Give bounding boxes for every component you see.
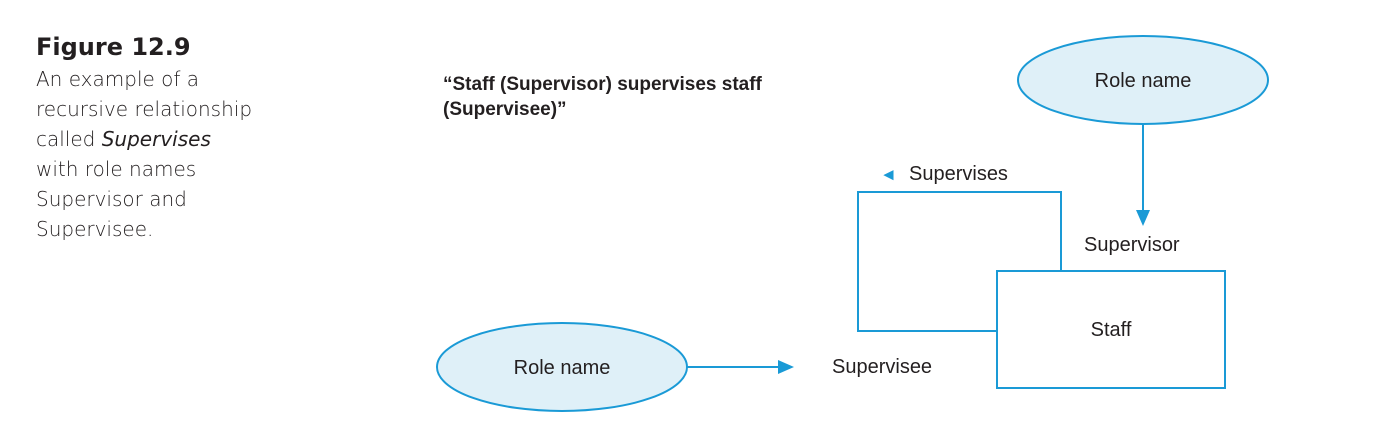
relationship-quote: “Staff (Supervisor) supervises staff (Su… bbox=[443, 74, 762, 120]
figure-number: Figure 12.9 bbox=[36, 33, 191, 61]
recursive-relationship-loop bbox=[857, 191, 1062, 332]
staff-entity-label: Staff bbox=[1091, 319, 1132, 341]
relationship-label: Supervises bbox=[909, 163, 1008, 185]
role-supervisee-label: Supervisee bbox=[832, 356, 932, 378]
caption-text-emphasis: Supervises bbox=[101, 127, 211, 151]
role-name-bottom-label: Role name bbox=[514, 357, 611, 379]
caption-text-pre: An example of a recursive relationship c… bbox=[36, 67, 253, 151]
role-name-top-label: Role name bbox=[1095, 70, 1192, 92]
role-name-top-arrowhead bbox=[1136, 210, 1150, 226]
relationship-direction-arrow: ◄ bbox=[880, 165, 897, 184]
figure-description: An example of a recursive relationship c… bbox=[36, 64, 256, 244]
figure-caption: Figure 12.9 An example of a recursive re… bbox=[36, 30, 256, 244]
role-name-bottom-arrowhead bbox=[778, 360, 794, 374]
staff-entity-box bbox=[996, 270, 1226, 389]
caption-text-post: with role names Supervisor and Supervise… bbox=[36, 157, 197, 241]
role-supervisor-label: Supervisor bbox=[1084, 234, 1180, 256]
